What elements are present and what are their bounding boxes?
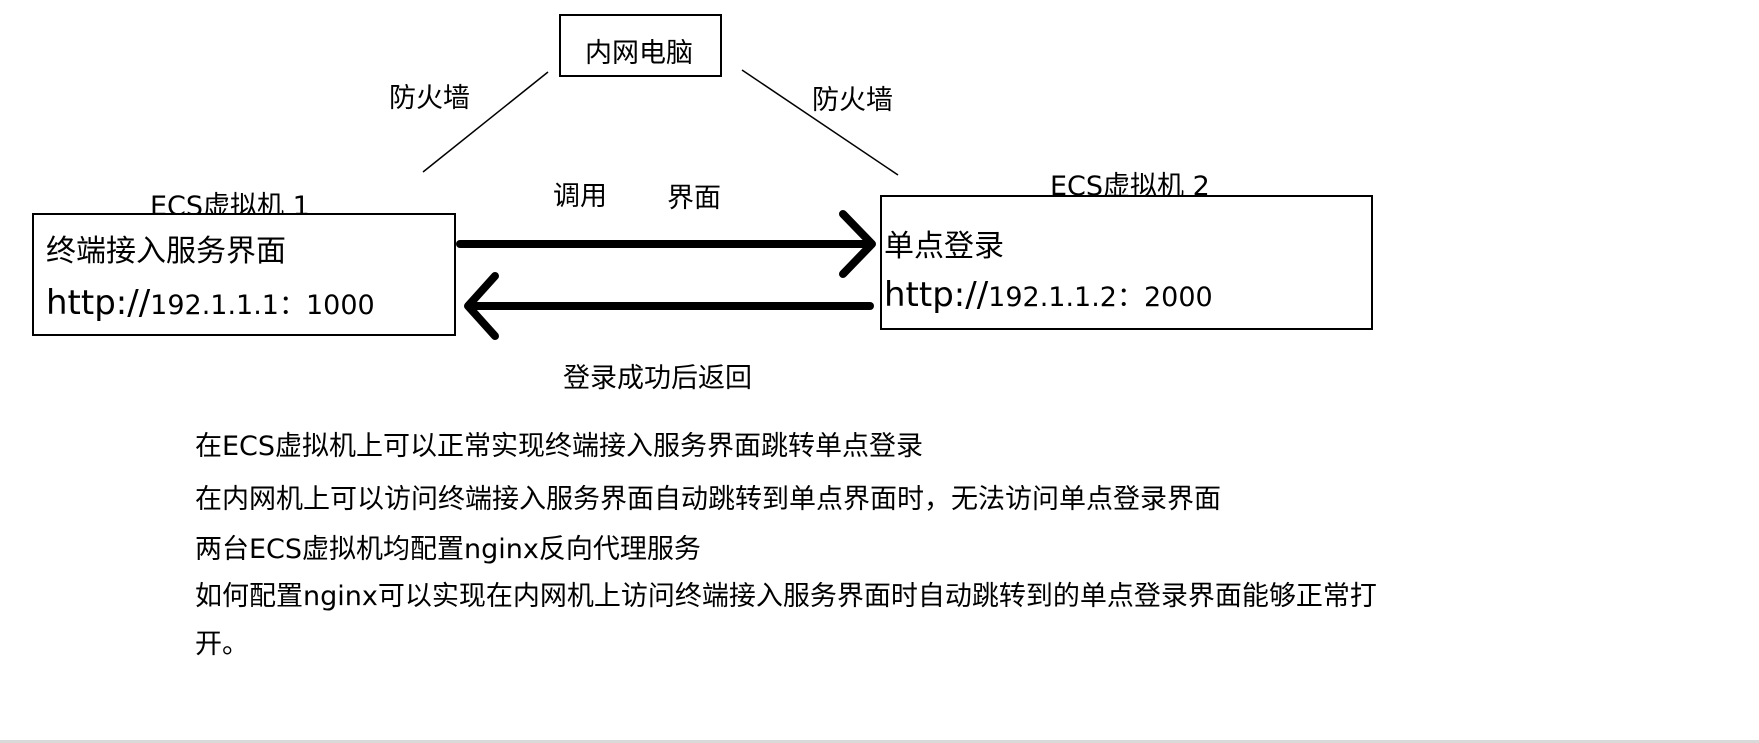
arrow-back	[464, 272, 874, 340]
vm1-url: http://192.1.1.1：1000	[46, 283, 375, 323]
firewall-line-left	[422, 71, 549, 173]
description-line: 如何配置nginx可以实现在内网机上访问终端接入服务界面时自动跳转到的单点登录界…	[195, 581, 1377, 612]
vm2-url: http://192.1.1.2：2000	[884, 275, 1213, 315]
description-line: 两台ECS虚拟机均配置nginx反向代理服务	[195, 534, 701, 565]
intranet-pc-box: 内网电脑	[559, 14, 722, 77]
firewall-line-right	[741, 69, 899, 176]
firewall-label-left: 防火墙	[389, 83, 470, 114]
vm2-url-scheme: http://	[884, 275, 989, 315]
bottom-divider	[0, 740, 1759, 743]
intranet-pc-label: 内网电脑	[585, 38, 693, 69]
arrow-forward	[456, 210, 876, 278]
description-line: 在ECS虚拟机上可以正常实现终端接入服务界面跳转单点登录	[195, 431, 924, 462]
description-line: 开。	[195, 629, 249, 660]
arrow-forward-label-left: 调用	[553, 181, 607, 212]
firewall-label-right: 防火墙	[812, 85, 893, 116]
description-line: 在内网机上可以访问终端接入服务界面自动跳转到单点界面时，无法访问单点登录界面	[195, 484, 1221, 515]
vm2-title: 单点登录	[884, 229, 1004, 264]
vm1-address: 192.1.1.1：1000	[150, 290, 375, 321]
arrow-forward-label-right: 界面	[667, 183, 721, 214]
vm1-box: 终端接入服务界面 http://192.1.1.1：1000	[32, 213, 456, 336]
arrow-back-label: 登录成功后返回	[563, 363, 752, 394]
vm1-title: 终端接入服务界面	[46, 234, 286, 269]
vm1-url-scheme: http://	[46, 283, 151, 323]
vm2-box: 单点登录 http://192.1.1.2：2000	[880, 195, 1373, 330]
vm2-address: 192.1.1.2：2000	[988, 282, 1213, 313]
